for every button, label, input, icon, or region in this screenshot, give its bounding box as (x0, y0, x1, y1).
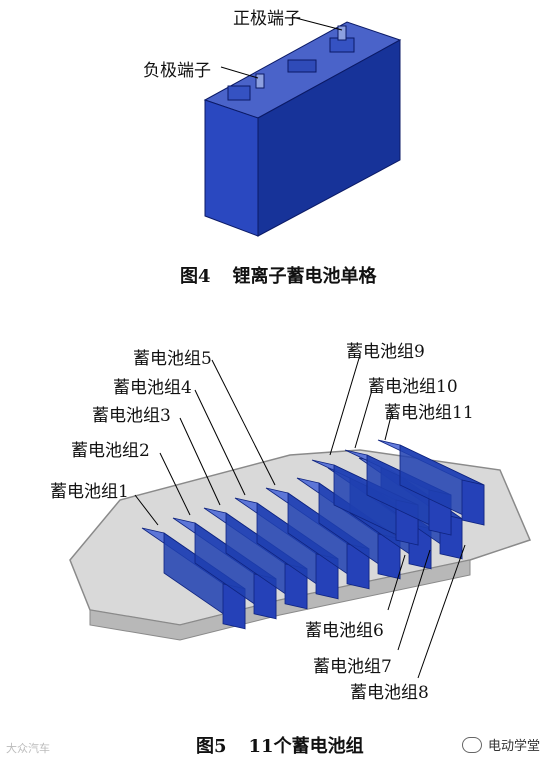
module-label-6: 蓄电池组6 (305, 621, 384, 641)
figure5-title: 11个蓄电池组 (248, 736, 364, 757)
module-label-2: 蓄电池组2 (71, 441, 150, 461)
figure4-number: 图4 (180, 266, 211, 287)
upper-module-row (311, 439, 485, 546)
module-label-11: 蓄电池组11 (384, 403, 474, 423)
figure4-title: 锂离子蓄电池单格 (232, 266, 377, 287)
module-label-4: 蓄电池组4 (113, 378, 192, 398)
module-label-9: 蓄电池组9 (346, 342, 425, 362)
module-label-7: 蓄电池组7 (313, 657, 392, 677)
watermark-right-text: 电动学堂 (488, 739, 541, 754)
battery-cell-illustration (203, 16, 402, 237)
figure5-number: 图5 (196, 736, 227, 757)
watermark-left: 大众汽车 (6, 742, 50, 755)
battery-module-11 (377, 439, 485, 526)
wechat-icon (462, 736, 482, 753)
module-label-1: 蓄电池组1 (50, 482, 129, 502)
figure5-caption: 图5 11个蓄电池组 (196, 732, 364, 758)
figure4-caption: 图4 锂离子蓄电池单格 (180, 262, 377, 288)
positive-terminal-label: 正极端子 (233, 9, 301, 29)
module-label-5: 蓄电池组5 (133, 349, 212, 369)
module-label-3: 蓄电池组3 (92, 406, 171, 426)
module-label-10: 蓄电池组10 (368, 377, 458, 397)
negative-terminal-label: 负极端子 (143, 61, 211, 81)
watermark-right: 电动学堂 (462, 735, 540, 754)
battery-pack-illustration (69, 354, 532, 679)
module-label-8: 蓄电池组8 (350, 683, 429, 703)
